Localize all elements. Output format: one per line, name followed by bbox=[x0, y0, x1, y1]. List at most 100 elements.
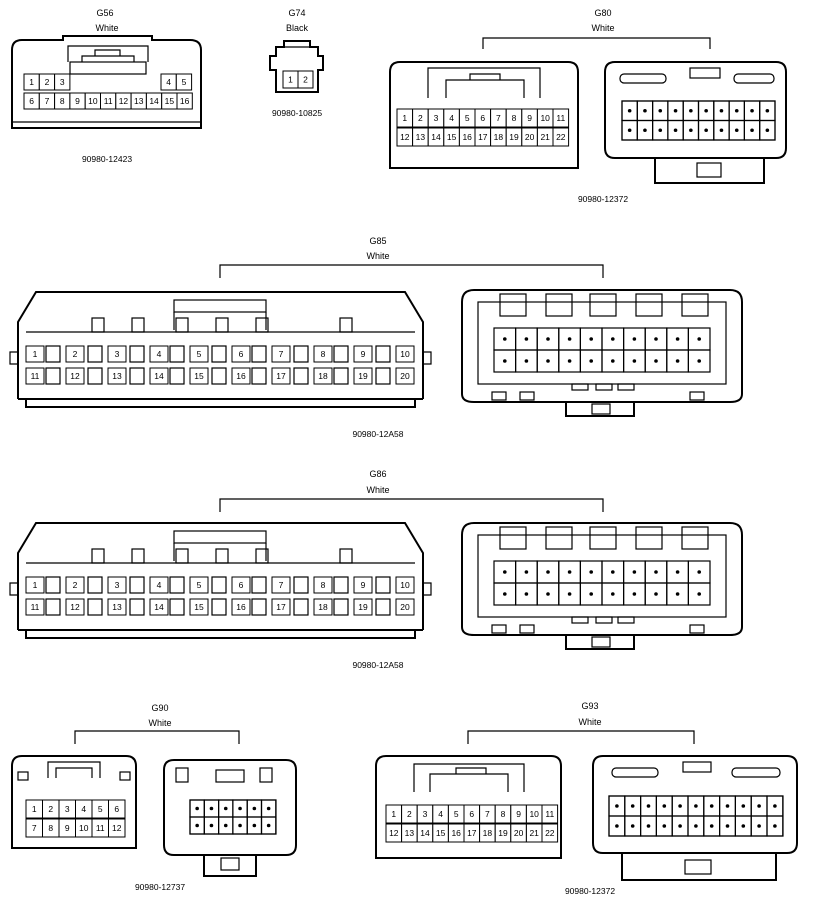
center-tab bbox=[682, 761, 712, 773]
pin-cavity: 2 bbox=[42, 799, 60, 819]
terminal-cavity bbox=[514, 582, 538, 606]
terminal-cavity bbox=[703, 795, 721, 817]
terminal-cavity bbox=[687, 815, 705, 837]
part-number-label: 90980-12372 bbox=[565, 886, 615, 896]
pin-number: 17 bbox=[276, 371, 286, 381]
pin-cavity: 21 bbox=[536, 127, 554, 147]
pin-number: 7 bbox=[485, 809, 490, 819]
pin-number: 12 bbox=[70, 371, 80, 381]
pin-number: 13 bbox=[112, 371, 122, 381]
pin-number: 6 bbox=[239, 349, 244, 359]
pin-cavity: 4 bbox=[432, 804, 449, 824]
pin-number: 11 bbox=[31, 602, 40, 612]
pin-cavity: 1 bbox=[25, 799, 43, 819]
pin-cavity: 20 bbox=[510, 823, 527, 843]
pin-number: 15 bbox=[436, 828, 446, 838]
terminal-cavity bbox=[189, 816, 205, 835]
part-number-label: 90980-10825 bbox=[272, 108, 322, 118]
pin-cavity: 5 bbox=[91, 799, 109, 819]
pin-cavity: 6 bbox=[23, 92, 40, 110]
pin-cavity: 4 bbox=[149, 576, 169, 594]
pin-number: 8 bbox=[60, 96, 65, 106]
terminal-cavity bbox=[759, 119, 776, 141]
terminal-cavity bbox=[558, 349, 581, 373]
pin-cavity: 2 bbox=[412, 108, 429, 128]
pin-number: 14 bbox=[431, 132, 441, 142]
terminal-cavity bbox=[734, 815, 752, 837]
pin-number: 9 bbox=[361, 580, 366, 590]
pin-cavity: 6 bbox=[231, 576, 251, 594]
part-number-label: 90980-12A58 bbox=[352, 429, 403, 439]
terminal-cavity bbox=[493, 560, 517, 584]
pin-number: 12 bbox=[112, 823, 122, 833]
pin-number: 9 bbox=[361, 349, 366, 359]
pin-number: 4 bbox=[166, 77, 171, 87]
pin-number: 6 bbox=[469, 809, 474, 819]
terminal-cavity bbox=[514, 349, 538, 373]
pin-cavity: 5 bbox=[189, 345, 209, 363]
connector-housing bbox=[11, 35, 202, 129]
pin-number: 2 bbox=[48, 804, 53, 814]
pin-cavity: 3 bbox=[107, 345, 127, 363]
pin-cavity: 10 bbox=[75, 818, 93, 838]
terminal-cavity bbox=[493, 327, 517, 351]
terminal-cavity bbox=[644, 560, 668, 584]
pin-number: 20 bbox=[400, 371, 410, 381]
pin-cavity: 9 bbox=[353, 345, 373, 363]
pin-cavity: 11 bbox=[541, 804, 559, 824]
pin-cavity: 17 bbox=[463, 823, 481, 843]
terminal-cavity bbox=[558, 560, 581, 584]
pin-cavity: 20 bbox=[395, 598, 415, 616]
connector-footer-tab bbox=[684, 859, 712, 875]
terminal-cavity bbox=[536, 582, 560, 606]
terminal-cavity bbox=[667, 100, 684, 122]
pin-cavity: 9 bbox=[521, 108, 538, 128]
terminal-cavity bbox=[246, 816, 263, 835]
pin-number: 12 bbox=[119, 96, 129, 106]
pin-cavity: 16 bbox=[176, 92, 193, 110]
connector-footer-tab bbox=[696, 162, 722, 178]
pin-number: 4 bbox=[438, 809, 443, 819]
cavity-grid bbox=[608, 795, 784, 837]
pin-number: 11 bbox=[104, 96, 113, 106]
terminal-cavity bbox=[536, 327, 560, 351]
pin-number: 15 bbox=[447, 132, 457, 142]
terminal-cavity bbox=[666, 560, 689, 584]
pin-number: 19 bbox=[358, 371, 368, 381]
terminal-cavity bbox=[621, 119, 638, 141]
terminal-cavity bbox=[218, 799, 234, 818]
pin-number: 13 bbox=[405, 828, 415, 838]
part-number-label: 90980-12A58 bbox=[352, 660, 403, 670]
pin-cavity: 1 bbox=[25, 576, 45, 594]
pin-number: 11 bbox=[96, 823, 105, 833]
terminal-cavity bbox=[579, 560, 603, 584]
terminal-cavity bbox=[666, 582, 689, 606]
pin-number: 5 bbox=[465, 113, 470, 123]
terminal-cavity bbox=[601, 349, 625, 373]
terminal-cavity bbox=[636, 100, 654, 122]
pin-cavity: 14 bbox=[416, 823, 434, 843]
pin-number: 20 bbox=[525, 132, 535, 142]
connector-footer bbox=[203, 855, 257, 877]
pin-number: 12 bbox=[400, 132, 410, 142]
connector-footer bbox=[621, 853, 777, 881]
pin-number: 5 bbox=[454, 809, 459, 819]
pin-cavity: 13 bbox=[107, 598, 127, 616]
part-number-label: 90980-12737 bbox=[135, 882, 185, 892]
terminal-cavity bbox=[644, 349, 668, 373]
cavity-grid bbox=[621, 100, 776, 141]
terminal-cavity bbox=[671, 795, 689, 817]
terminal-cavity bbox=[514, 560, 538, 584]
terminal-cavity bbox=[246, 799, 263, 818]
terminal-cavity bbox=[624, 815, 642, 837]
pin-cavity: 5 bbox=[189, 576, 209, 594]
pin-number: 10 bbox=[400, 349, 410, 359]
pin-number: 7 bbox=[32, 823, 37, 833]
